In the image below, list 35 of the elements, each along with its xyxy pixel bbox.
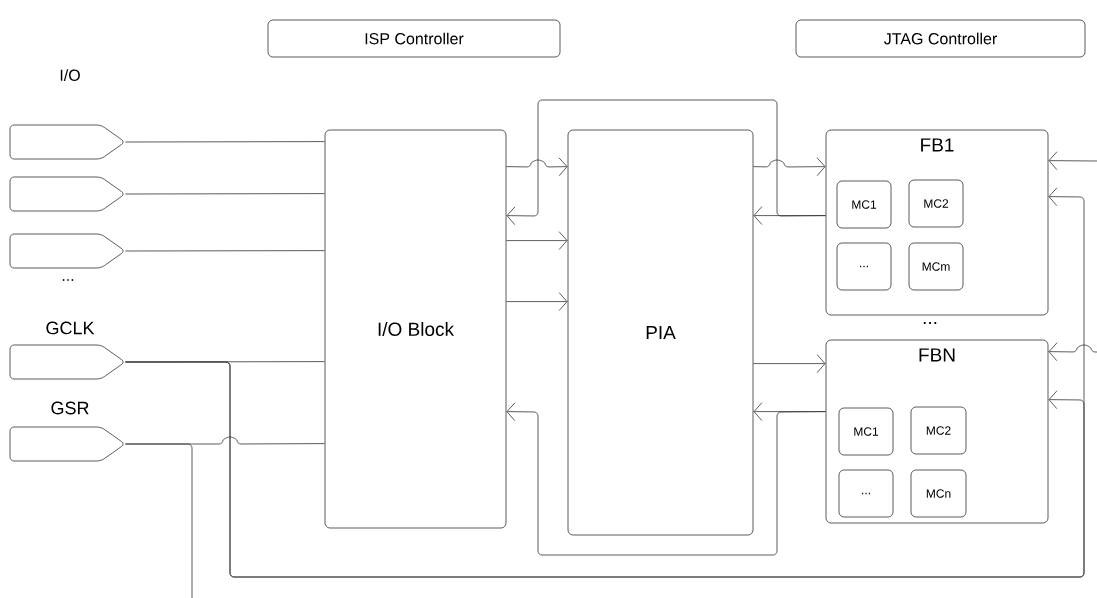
connector <box>753 354 826 373</box>
inner-box: MC1 <box>838 407 894 456</box>
pin-symbol <box>9 233 124 269</box>
inner-box: MCn <box>910 469 967 518</box>
connector <box>1048 342 1097 362</box>
signal-label: GCLK <box>46 321 95 335</box>
inner-box: ... <box>838 469 894 518</box>
signal-label: GSR <box>51 401 89 415</box>
signal-label: ... <box>923 322 937 324</box>
inner-box: MCm <box>908 242 964 291</box>
inner-box: MC2 <box>910 406 967 455</box>
connector <box>506 231 568 250</box>
connector <box>506 402 826 556</box>
block-box: ISP Controller <box>267 19 561 58</box>
connector <box>125 141 325 143</box>
connector <box>1048 151 1097 171</box>
pin-symbol <box>9 176 124 212</box>
inner-box: MC1 <box>836 180 892 229</box>
pin-symbol <box>9 426 124 462</box>
connector <box>125 443 193 598</box>
connector <box>506 157 568 177</box>
connector <box>125 361 1085 578</box>
connector <box>125 250 325 252</box>
block-box: PIA <box>567 129 754 536</box>
inner-box: ... <box>836 242 892 291</box>
pin-symbol <box>9 344 124 380</box>
inner-box: MC2 <box>908 179 964 228</box>
pin-symbol <box>9 124 124 160</box>
connector <box>506 292 568 311</box>
block-box: I/O Block <box>324 129 507 529</box>
block-box: JTAG Controller <box>795 19 1086 58</box>
connector <box>506 99 826 226</box>
connector <box>125 193 325 195</box>
signal-label: I/O <box>60 69 80 81</box>
connector <box>753 157 826 177</box>
